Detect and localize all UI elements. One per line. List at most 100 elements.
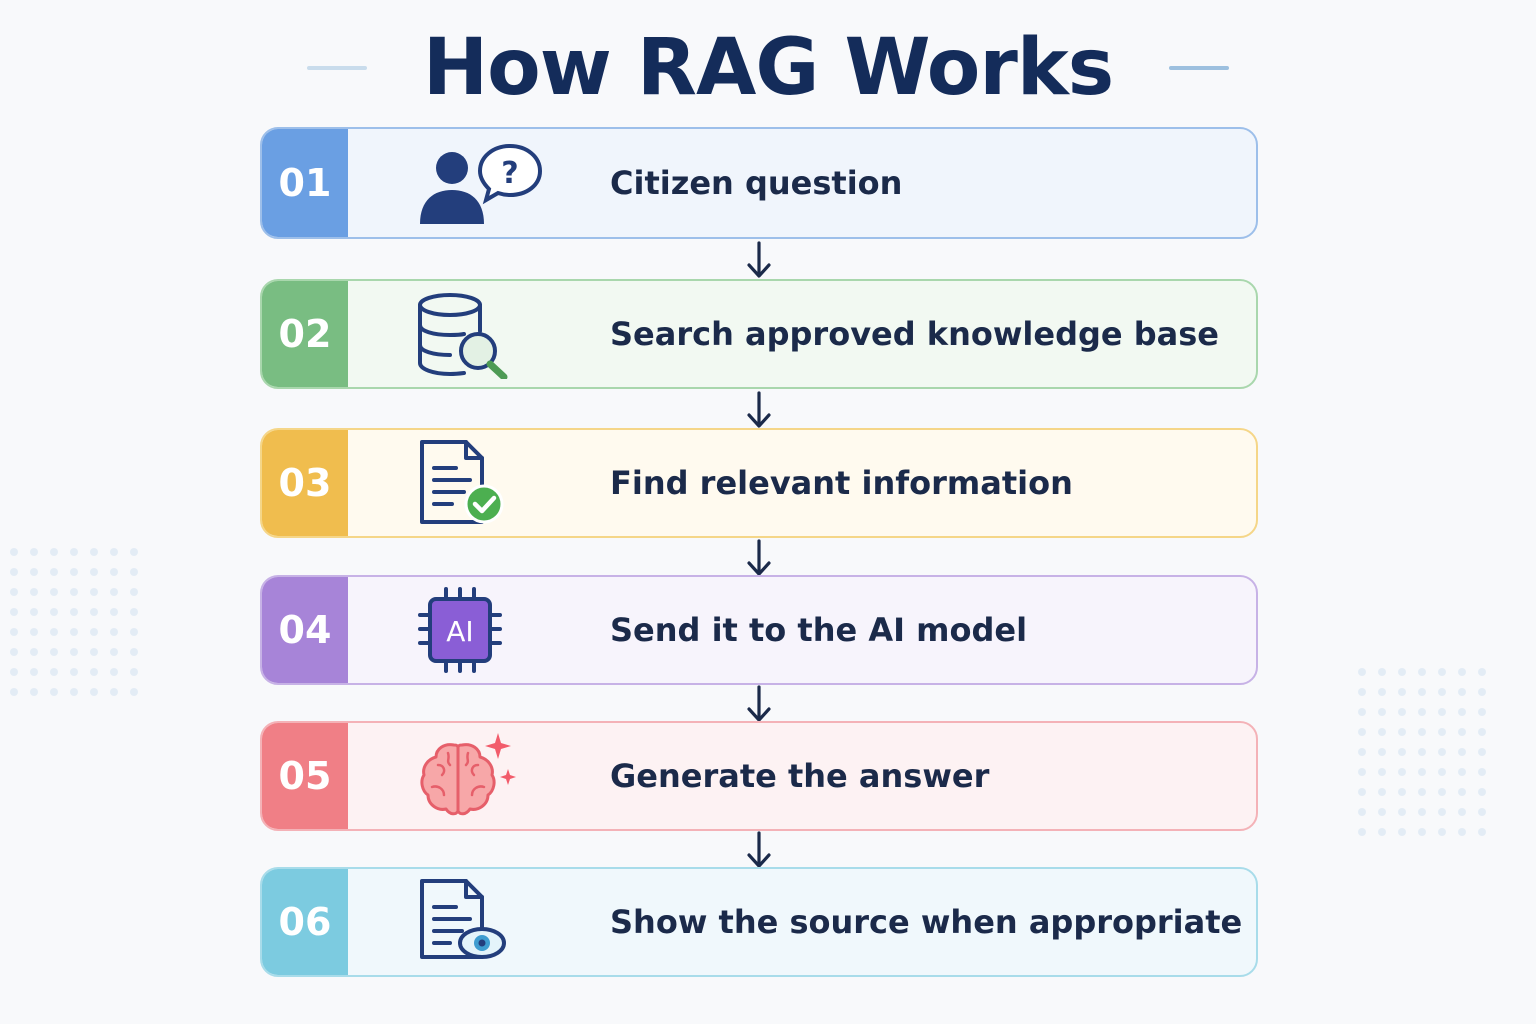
- decorative-dot: [70, 608, 78, 616]
- decorative-dot: [130, 568, 138, 576]
- decorative-dot: [50, 648, 58, 656]
- decorative-dot: [30, 668, 38, 676]
- flow-arrow-5: [744, 831, 774, 871]
- decorative-dot: [1418, 808, 1426, 816]
- decorative-dot: [1478, 828, 1486, 836]
- decorative-dot: [1418, 788, 1426, 796]
- flow-arrow-2: [744, 391, 774, 431]
- decorative-dot: [110, 648, 118, 656]
- decorative-dot: [1438, 828, 1446, 836]
- decorative-dots-right: [1358, 668, 1486, 836]
- brain-sparkle-icon: [416, 723, 556, 829]
- decorative-dot: [90, 588, 98, 596]
- decorative-dot: [130, 668, 138, 676]
- decorative-dot: [1398, 708, 1406, 716]
- database-search-icon: [416, 281, 556, 387]
- decorative-dot: [30, 628, 38, 636]
- step-5-number: 05: [262, 723, 348, 829]
- step-1-label: Citizen question: [610, 164, 903, 202]
- decorative-dot: [90, 548, 98, 556]
- document-check-icon: [416, 430, 556, 536]
- page-title: How RAG Works: [422, 23, 1114, 113]
- decorative-dot: [110, 568, 118, 576]
- step-4-number: 04: [262, 577, 348, 683]
- decorative-dot: [90, 608, 98, 616]
- decorative-dot: [30, 588, 38, 596]
- step-3: 03 Find relevant information: [260, 428, 1258, 538]
- decorative-dot: [10, 568, 18, 576]
- decorative-dot: [1458, 668, 1466, 676]
- decorative-dot: [1358, 728, 1366, 736]
- flow-arrow-1: [744, 241, 774, 281]
- decorative-dot: [1398, 748, 1406, 756]
- decorative-dot: [1358, 668, 1366, 676]
- decorative-dot: [1478, 768, 1486, 776]
- decorative-dot: [110, 628, 118, 636]
- step-2: 02 Search approved knowledge base: [260, 279, 1258, 389]
- decorative-dot: [10, 668, 18, 676]
- title-line-left: [306, 66, 367, 70]
- decorative-dot: [1398, 768, 1406, 776]
- decorative-dot: [10, 548, 18, 556]
- decorative-dot: [1418, 688, 1426, 696]
- decorative-dot: [1358, 688, 1366, 696]
- decorative-dot: [90, 628, 98, 636]
- decorative-dot: [1378, 668, 1386, 676]
- decorative-dot: [50, 608, 58, 616]
- decorative-dot: [1418, 668, 1426, 676]
- decorative-dot: [130, 648, 138, 656]
- decorative-dot: [1398, 668, 1406, 676]
- decorative-dot: [1458, 728, 1466, 736]
- decorative-dot: [90, 668, 98, 676]
- decorative-dot: [70, 668, 78, 676]
- decorative-dot: [1418, 768, 1426, 776]
- decorative-dot: [70, 688, 78, 696]
- flow-arrow-4: [744, 685, 774, 725]
- decorative-dot: [1458, 828, 1466, 836]
- decorative-dot: [1478, 788, 1486, 796]
- decorative-dot: [70, 628, 78, 636]
- step-5-label: Generate the answer: [610, 757, 990, 795]
- decorative-dot: [1458, 708, 1466, 716]
- decorative-dot: [1478, 808, 1486, 816]
- decorative-dot: [70, 568, 78, 576]
- decorative-dot: [1358, 828, 1366, 836]
- decorative-dot: [110, 688, 118, 696]
- decorative-dot: [1378, 768, 1386, 776]
- decorative-dot: [50, 588, 58, 596]
- decorative-dot: [1438, 768, 1446, 776]
- decorative-dot: [1458, 768, 1466, 776]
- decorative-dot: [50, 668, 58, 676]
- decorative-dot: [70, 548, 78, 556]
- decorative-dot: [130, 628, 138, 636]
- decorative-dot: [1358, 788, 1366, 796]
- decorative-dot: [1438, 788, 1446, 796]
- decorative-dot: [130, 548, 138, 556]
- decorative-dot: [110, 588, 118, 596]
- decorative-dot: [70, 648, 78, 656]
- decorative-dot: [50, 548, 58, 556]
- step-5: 05 Generate the answer: [260, 721, 1258, 831]
- step-1: 01 ? Citizen question: [260, 127, 1258, 239]
- decorative-dot: [110, 548, 118, 556]
- step-3-label: Find relevant information: [610, 464, 1073, 502]
- decorative-dot: [1398, 808, 1406, 816]
- decorative-dot: [90, 648, 98, 656]
- decorative-dot: [10, 608, 18, 616]
- decorative-dot: [50, 568, 58, 576]
- decorative-dot: [1438, 748, 1446, 756]
- decorative-dot: [1438, 808, 1446, 816]
- step-4-label: Send it to the AI model: [610, 611, 1028, 649]
- step-2-label: Search approved knowledge base: [610, 315, 1219, 353]
- step-4: 04 AI Send it to the AI model: [260, 575, 1258, 685]
- decorative-dot: [1378, 788, 1386, 796]
- decorative-dot: [30, 688, 38, 696]
- decorative-dot: [50, 628, 58, 636]
- step-2-number: 02: [262, 281, 348, 387]
- title-line-right: [1169, 66, 1230, 70]
- decorative-dot: [1478, 668, 1486, 676]
- decorative-dot: [10, 588, 18, 596]
- decorative-dot: [1358, 808, 1366, 816]
- decorative-dot: [130, 588, 138, 596]
- decorative-dot: [1378, 828, 1386, 836]
